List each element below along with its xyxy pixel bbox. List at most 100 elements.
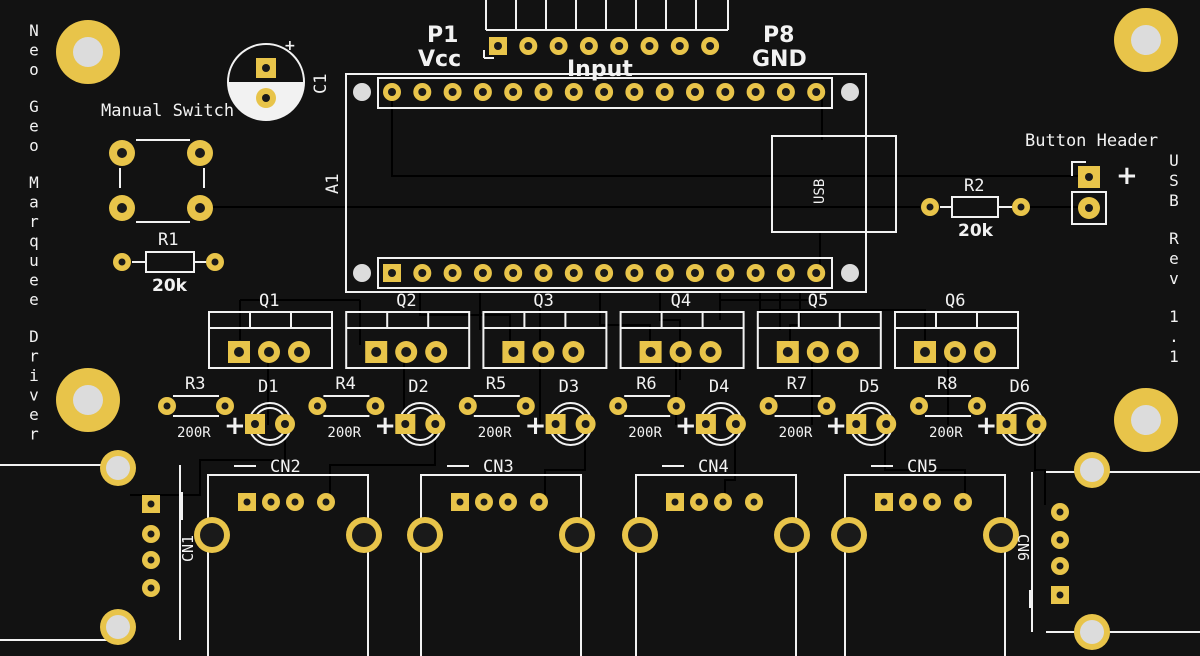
resistor-pin-2 xyxy=(366,397,385,415)
connector-label: CN2 xyxy=(270,457,301,477)
usb-module-label: USB xyxy=(812,179,828,204)
resistor-r3: R3 200R xyxy=(158,374,234,441)
connector-cn3: CN3 xyxy=(407,457,595,656)
transistor-pin-3 xyxy=(836,341,859,363)
led-pin-anode xyxy=(876,414,897,434)
transistor-label: Q5 xyxy=(808,291,828,311)
input-pin-5 xyxy=(610,37,629,55)
resistor-value: 200R xyxy=(177,425,211,441)
transistor-q4: Q4 xyxy=(619,291,745,369)
a1-top-pin-10 xyxy=(655,83,674,101)
connector-pin-4 xyxy=(530,493,548,511)
resistor-value: 200R xyxy=(929,425,963,441)
vertical-char: 1 xyxy=(1169,347,1179,366)
vertical-char: D xyxy=(29,327,39,346)
resistor-value: 200R xyxy=(327,425,361,441)
input-pin-7 xyxy=(670,37,689,55)
resistor-value: 200R xyxy=(779,425,813,441)
transistor-pin-2 xyxy=(532,341,555,363)
vertical-char: B xyxy=(1169,191,1179,210)
vertical-char: o xyxy=(29,136,39,155)
connector-cn6 xyxy=(1029,452,1200,650)
led-label: D5 xyxy=(859,377,879,397)
vertical-char: . xyxy=(1169,327,1179,346)
transistor-pin-1 xyxy=(365,341,388,363)
a1-bottom-pin-8 xyxy=(595,264,614,282)
led-d6: +D6 xyxy=(976,377,1047,446)
p8-label: P8 xyxy=(763,23,794,48)
transistor-label: Q1 xyxy=(259,291,279,311)
led-d2: + D2 xyxy=(374,377,446,446)
resistor-label: R4 xyxy=(335,374,355,394)
led-plus: + xyxy=(374,411,396,441)
input-pin-8 xyxy=(701,37,720,55)
button-header-plus: + xyxy=(1116,161,1138,191)
connector-pin-3 xyxy=(286,493,304,511)
r2-label: R2 xyxy=(964,176,984,196)
resistor-label: R5 xyxy=(486,374,506,394)
connector-shield-right xyxy=(774,517,810,553)
vertical-char: q xyxy=(29,232,39,251)
a1-bottom-pin-14 xyxy=(776,264,795,282)
a1-bottom-pin-13 xyxy=(746,264,765,282)
resistor-pin-2 xyxy=(817,397,836,415)
vertical-char: v xyxy=(29,386,39,405)
vertical-char: e xyxy=(29,290,39,309)
a1-top-pin-3 xyxy=(443,83,462,101)
transistor-pin-1 xyxy=(228,341,250,363)
a1-bottom-pin-15 xyxy=(807,264,826,282)
a1-bottom-pin-2 xyxy=(413,264,432,282)
led-pin-anode xyxy=(275,414,295,434)
transistor-pin-3 xyxy=(699,341,722,363)
a1-top-pin-8 xyxy=(595,83,614,101)
led-d4: +D4 xyxy=(675,377,746,446)
a1-top-pin-13 xyxy=(746,83,765,101)
vertical-char: S xyxy=(1169,171,1179,190)
resistor-pin-1 xyxy=(158,397,176,415)
transistor-q6: Q6 xyxy=(894,291,1019,369)
resistor-label: R3 xyxy=(185,374,205,394)
vertical-char: r xyxy=(29,212,39,231)
transistor-pin-1 xyxy=(914,341,936,363)
transistor-pin-3 xyxy=(288,341,310,363)
led-label: D2 xyxy=(408,377,428,397)
a1-bottom-pin-9 xyxy=(625,264,644,282)
transistor-q5: Q5 xyxy=(756,291,882,369)
connector-shield-left xyxy=(831,517,867,553)
led-label: D6 xyxy=(1010,377,1030,397)
transistor-pin-3 xyxy=(974,341,996,363)
connector-cn1 xyxy=(0,450,183,645)
p1-label: P1 xyxy=(427,23,458,48)
a1-label: A1 xyxy=(323,174,343,194)
button-header-label: Button Header xyxy=(1025,131,1158,151)
r1-label: R1 xyxy=(158,230,178,250)
led-plus: + xyxy=(224,411,246,441)
transistor-pin-2 xyxy=(669,341,692,363)
resistor-value: 200R xyxy=(478,425,512,441)
vertical-char: e xyxy=(29,271,39,290)
connector-pin-1 xyxy=(875,493,893,511)
vertical-char: i xyxy=(29,366,39,385)
input-pin-2 xyxy=(519,37,538,55)
vertical-char: N xyxy=(29,21,39,40)
led-pin-anode xyxy=(425,414,446,434)
a1-bottom-pin-1 xyxy=(383,264,401,282)
input-pin-4 xyxy=(579,37,598,55)
connector-pin-4 xyxy=(745,493,763,511)
manual-switch-label: Manual Switch xyxy=(101,101,234,121)
mounting-holes xyxy=(56,8,1178,452)
r2-value: 20k xyxy=(958,221,994,241)
cn1-label: CN1 xyxy=(179,535,197,562)
transistor-pin-2 xyxy=(806,341,829,363)
input-label: Input xyxy=(567,57,633,82)
a1-bottom-pin-7 xyxy=(564,264,583,282)
vertical-char: U xyxy=(1169,151,1179,170)
transistor-pin-1 xyxy=(776,341,799,363)
vertical-char: G xyxy=(29,97,39,116)
transistor-pin-1 xyxy=(639,341,662,363)
connector-shield-right xyxy=(346,517,382,553)
